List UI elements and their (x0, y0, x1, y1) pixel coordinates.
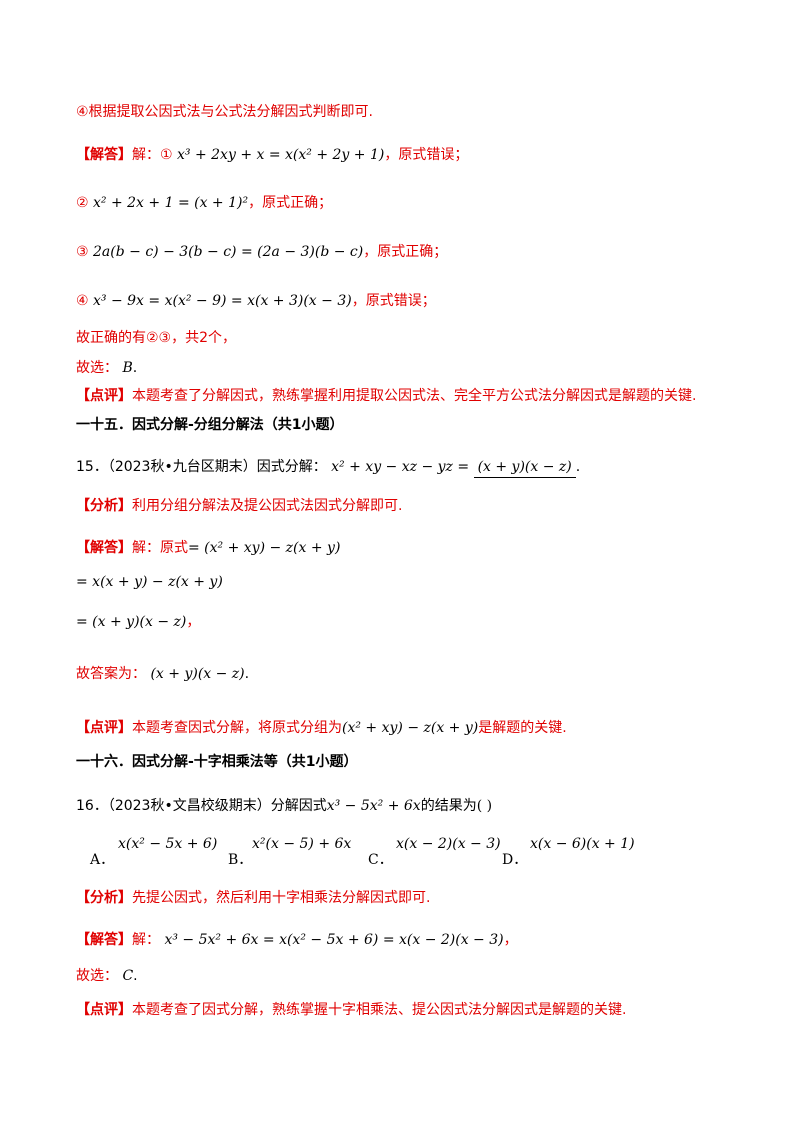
q15-comment: 【点评】本题考查因式分解，将原式分组为(x² + xy) − z(x + y)是… (76, 718, 567, 738)
analysis-line: ④根据提取公因式法与公式法分解因式判断即可. (76, 102, 373, 122)
q15-analysis: 【分析】利用分组分解法及提公因式法因式分解即可. (76, 496, 402, 516)
comment-text: 本题考查了分解因式，熟练掌握利用提取公因式法、完全平方公式法分解因式是解题的关键… (132, 388, 697, 404)
verdict: ，原式错误； (384, 147, 469, 163)
q14-solution-4: ④ x³ − 9x = x(x² − 9) = x(x + 3)(x − 3)，… (76, 291, 436, 311)
q14-solution-3: ③ 2a(b − c) − 3(b − c) = (2a − 3)(b − c)… (76, 242, 447, 262)
verdict: ，原式错误； (351, 293, 436, 309)
q15-answer-line: 故答案为： (x + y)(x − z). (76, 664, 249, 684)
q14-solution-2: ② x² + 2x + 1 = (x + 1)²，原式正确； (76, 193, 332, 213)
choose-value: C (122, 968, 134, 984)
equation: x² + 2x + 1 = (x + 1)² (93, 195, 249, 211)
q16-solution: 【解答】解： x³ − 5x² + 6x = x(x² − 5x + 6) = … (76, 930, 518, 950)
answer-tag: 【解答】 (76, 932, 132, 948)
option-expression: x(x² − 5x + 6) (118, 836, 218, 852)
comment-expression: (x² + xy) − z(x + y) (342, 720, 479, 736)
question-expression: x³ − 5x² + 6x (326, 798, 421, 814)
count-text: 故正确的有②③，共2个， (76, 330, 237, 346)
q15-stem: 15．（2023秋•九台区期末）因式分解： x² + xy − xz − yz … (76, 457, 580, 478)
q14-solution-1: 【解答】解：① x³ + 2xy + x = x(x² + 2y + 1)，原式… (76, 145, 468, 165)
step-expression: = (x² + xy) − z(x + y) (188, 540, 341, 556)
option-expression: x(x − 2)(x − 3) (396, 836, 501, 852)
question-paren: ( ) (476, 798, 493, 814)
choose-prefix: 故选： (76, 968, 118, 984)
step-number: ① (160, 147, 173, 163)
comment-suffix: 是解题的关键. (478, 720, 567, 736)
option-label: D． (502, 852, 528, 868)
comment-tag: 【点评】 (76, 388, 132, 404)
step-expression: = (x + y)(x − z) (76, 614, 187, 630)
q16-stem: 16．（2023秋•文昌校级期末）分解因式x³ − 5x² + 6x的结果为( … (76, 796, 492, 816)
answer-blank: (x + y)(x − z) (473, 457, 576, 478)
analysis-text: 先提公因式，然后利用十字相乘法分解因式即可. (132, 890, 431, 906)
q16-choose-line: 故选： C. (76, 966, 138, 986)
section-15-title: 一十五．因式分解-分组分解法（共1小题） (76, 415, 344, 435)
verdict: ，原式正确； (248, 195, 333, 211)
solution-end: ， (503, 932, 518, 948)
step-number: ② (76, 195, 89, 211)
question-prefix: 16．（2023秋•文昌校级期末）分解因式 (76, 798, 327, 814)
analysis-text: ④根据提取公因式法与公式法分解因式判断即可. (76, 104, 373, 120)
option-label: C． (368, 852, 393, 868)
q15-solution-step1: 【解答】解：原式= (x² + xy) − z(x + y) (76, 538, 340, 558)
answer-value: (x + y)(x − z) (150, 666, 245, 682)
equation: 2a(b − c) − 3(b − c) = (2a − 3)(b − c) (93, 244, 364, 260)
choose-suffix: . (133, 968, 138, 984)
answer-prefix: 故答案为： (76, 666, 146, 682)
comment-text: 本题考查了因式分解，熟练掌握十字相乘法、提公因式法分解因式是解题的关键. (132, 1002, 627, 1018)
option-expression: x²(x − 5) + 6x (252, 836, 352, 852)
step-number: ④ (76, 293, 89, 309)
step-end: ， (186, 614, 201, 630)
step-number: ③ (76, 244, 89, 260)
choose-value: B (122, 360, 133, 376)
answer-end: . (244, 666, 250, 682)
q15-solution-step2: = x(x + y) − z(x + y) (76, 572, 223, 592)
analysis-tag: 【分析】 (76, 890, 132, 906)
option-label: B． (228, 852, 253, 868)
analysis-text: 利用分组分解法及提公因式法因式分解即可. (132, 498, 403, 514)
equation: x³ − 9x = x(x² − 9) = x(x + 3)(x − 3) (93, 293, 352, 309)
jie-label: 解： (132, 932, 160, 948)
choose-suffix: . (132, 360, 138, 376)
section-title-text: 一十五．因式分解-分组分解法（共1小题） (76, 417, 344, 433)
comment-tag: 【点评】 (76, 720, 132, 736)
answer-tag: 【解答】 (76, 147, 132, 163)
q14-comment: 【点评】本题考查了分解因式，熟练掌握利用提取公因式法、完全平方公式法分解因式是解… (76, 386, 696, 406)
blank-answer: (x + y)(x − z) (477, 459, 572, 475)
choose-prefix: 故选： (76, 360, 118, 376)
equation: x³ + 2xy + x = x(x² + 2y + 1) (177, 147, 385, 163)
q16-comment: 【点评】本题考查了因式分解，熟练掌握十字相乘法、提公因式法分解因式是解题的关键. (76, 1000, 626, 1020)
analysis-tag: 【分析】 (76, 498, 132, 514)
comment-tag: 【点评】 (76, 1002, 132, 1018)
section-title-text: 一十六．因式分解-十字相乘法等（共1小题） (76, 754, 358, 770)
q14-choose-line: 故选： B. (76, 358, 137, 378)
step-expression: = x(x + y) − z(x + y) (76, 574, 223, 590)
q16-analysis: 【分析】先提公因式，然后利用十字相乘法分解因式即可. (76, 888, 430, 908)
q14-count-line: 故正确的有②③，共2个， (76, 328, 236, 348)
jie-label: 解： (132, 540, 160, 556)
question-prefix: 15．（2023秋•九台区期末）因式分解： (76, 459, 327, 475)
comment-prefix: 本题考查因式分解，将原式分组为 (132, 720, 342, 736)
orig-label: 原式 (160, 540, 188, 556)
option-expression: x(x − 6)(x + 1) (530, 836, 635, 852)
jie-label: 解： (132, 147, 160, 163)
solution-expression: x³ − 5x² + 6x = x(x² − 5x + 6) = x(x − 2… (164, 932, 504, 948)
q15-solution-step3: = (x + y)(x − z)， (76, 612, 200, 632)
question-end: . (575, 459, 581, 475)
question-suffix: 的结果为 (420, 798, 477, 814)
verdict: ，原式正确； (363, 244, 448, 260)
answer-tag: 【解答】 (76, 540, 132, 556)
question-expression: x² + xy − xz − yz = (331, 459, 470, 475)
option-label: A． (90, 852, 115, 868)
section-16-title: 一十六．因式分解-十字相乘法等（共1小题） (76, 752, 358, 772)
